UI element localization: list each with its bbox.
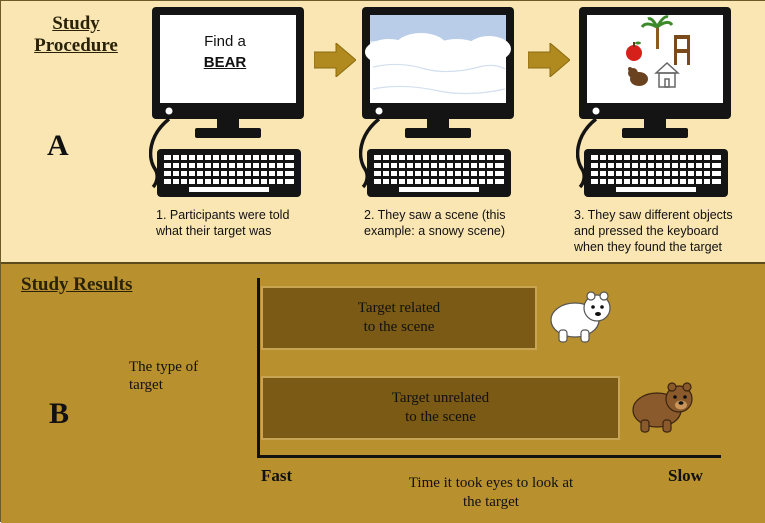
x-axis-label-line2: the target (463, 494, 519, 510)
step-1-caption: 1. Participants were told what their tar… (156, 207, 289, 239)
x-axis-min-label: Fast (261, 466, 293, 485)
polar-bear-icon (550, 291, 611, 343)
bar-target-related-label: Target related to the scene (263, 299, 535, 337)
results-title: Study Results (21, 274, 133, 295)
x-axis-line (257, 455, 721, 458)
procedure-title: Study Procedure (21, 13, 131, 57)
panel-letter-a: A (47, 129, 69, 162)
procedure-title-line1: Study (52, 13, 100, 34)
step-2-caption-line2: example: a snowy scene) (364, 224, 506, 238)
screen-instruction: Find a BEAR (171, 31, 279, 73)
step-3-caption-line1: 3. They saw different objects (574, 208, 733, 222)
arrow-right-icon (528, 43, 570, 77)
step-2-caption-line1: 2. They saw a scene (this (364, 208, 506, 222)
apple-icon (626, 41, 642, 61)
x-axis-label-line1: Time it took eyes to look at (408, 475, 574, 491)
y-axis-line (257, 278, 260, 458)
y-axis-label: The type of target (129, 358, 229, 394)
step-3-caption-line3: when they found the target (574, 240, 723, 254)
step-3-caption: 3. They saw different objects and presse… (574, 207, 733, 255)
x-axis-max-label: Slow (668, 466, 703, 485)
screen-instruction-target: BEAR (203, 54, 247, 71)
panel-study-results: Study Results B The type of target Targe… (1, 264, 765, 523)
step-1-caption-line1: 1. Participants were told (156, 208, 290, 222)
panel-letter-b: B (49, 397, 70, 430)
bar-target-unrelated-label-line2: to the scene (405, 409, 476, 425)
y-axis-label-line2: target (129, 377, 163, 393)
procedure-title-line2: Procedure (34, 35, 118, 56)
chair-icon (674, 35, 690, 65)
screen-instruction-line1: Find a (204, 33, 246, 50)
brown-bear-icon (632, 382, 693, 433)
y-axis-label-line1: The type of (129, 359, 199, 375)
step-3-caption-line2: and pressed the keyboard (574, 224, 719, 238)
step-2-caption: 2. They saw a scene (this example: a sno… (364, 207, 506, 239)
bar-target-unrelated-label-line1: Target unrelated (391, 390, 490, 406)
bar-target-unrelated-label: Target unrelated to the scene (263, 389, 618, 427)
house-icon (654, 61, 680, 88)
bar-target-related-label-line2: to the scene (363, 319, 435, 335)
arrow-right-icon (314, 43, 356, 77)
bar-target-unrelated: Target unrelated to the scene (261, 376, 620, 440)
x-axis-label: Time it took eyes to look at the target (381, 474, 601, 512)
bar-target-related-label-line1: Target related (357, 300, 441, 316)
computer-2-icon (359, 7, 514, 197)
bar-target-related: Target related to the scene (261, 286, 537, 350)
small-bear-icon (628, 67, 648, 86)
step-1-caption-line2: what their target was (156, 224, 272, 238)
panel-study-procedure: Study Procedure A Find a (1, 1, 765, 264)
computer-1-icon (149, 7, 304, 197)
palm-tree-icon (640, 15, 674, 49)
computer-3-icon (576, 7, 731, 197)
